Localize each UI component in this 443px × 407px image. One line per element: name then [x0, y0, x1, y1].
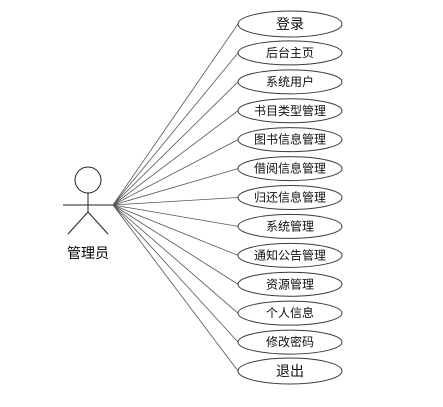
use-case-list: 登录后台主页系统用户书目类型管理图书信息管理借阅信息管理归还信息管理系统管理通知…: [237, 10, 343, 385]
use-case-ellipse: [237, 69, 343, 95]
association-line: [112, 81, 239, 206]
use-case: 修改密码: [237, 329, 343, 355]
use-case: 借阅信息管理: [237, 156, 343, 182]
use-case-label: 借阅信息管理: [254, 161, 326, 176]
association-line: [112, 204, 239, 372]
use-case-label: 书目类型管理: [254, 103, 326, 118]
use-case-ellipse: [237, 357, 343, 385]
use-case: 资源管理: [237, 271, 343, 297]
association-line: [112, 197, 239, 206]
use-case: 退出: [237, 357, 343, 385]
use-case-label: 通知公告管理: [254, 247, 326, 262]
use-case-ellipse: [237, 127, 343, 153]
use-case: 书目类型管理: [237, 98, 343, 124]
use-case-label: 归还信息管理: [254, 190, 326, 205]
actor-label: 管理员: [67, 246, 109, 262]
association-line: [112, 23, 239, 206]
association-line: [112, 204, 239, 314]
use-case-ellipse: [237, 156, 343, 182]
use-case-label: 个人信息: [266, 305, 314, 320]
use-case-label: 图书信息管理: [254, 132, 326, 147]
use-case-label: 资源管理: [266, 276, 314, 291]
use-case-ellipse: [237, 185, 343, 210]
use-case: 系统管理: [237, 213, 343, 239]
use-case: 个人信息: [237, 300, 343, 326]
use-case-label: 系统用户: [266, 74, 314, 89]
use-case-ellipse: [237, 329, 343, 355]
actor-head: [74, 166, 102, 194]
use-case-ellipse: [237, 40, 343, 66]
use-case: 后台主页: [237, 40, 343, 66]
use-case-label: 登录: [276, 17, 304, 33]
association-line: [112, 110, 239, 206]
actor-left-leg: [67, 211, 89, 235]
use-case-label: 退出: [276, 364, 304, 380]
use-case: 登录: [237, 10, 343, 38]
use-case-ellipse: [237, 271, 343, 297]
actor-administrator: 管理员: [63, 166, 113, 262]
use-case: 通知公告管理: [237, 242, 343, 268]
use-case-label: 修改密码: [266, 334, 314, 349]
association-line: [112, 204, 239, 227]
use-case: 图书信息管理: [237, 127, 343, 153]
association-line: [112, 204, 239, 256]
use-case-ellipse: [237, 98, 343, 124]
use-case-ellipse: [237, 10, 343, 38]
use-case: 归还信息管理: [237, 185, 343, 210]
use-case-ellipse: [237, 242, 343, 268]
use-case-label: 系统管理: [266, 218, 314, 233]
association-line: [112, 168, 239, 206]
association-line: [112, 204, 239, 285]
use-case-label: 后台主页: [266, 45, 314, 60]
association-line: [112, 52, 239, 206]
use-case-ellipse: [237, 300, 343, 326]
actor-right-leg: [87, 211, 109, 235]
use-case: 系统用户: [237, 69, 343, 95]
association-lines: [112, 23, 239, 372]
association-line: [112, 204, 239, 343]
use-case-ellipse: [237, 213, 343, 239]
association-line: [112, 139, 239, 206]
